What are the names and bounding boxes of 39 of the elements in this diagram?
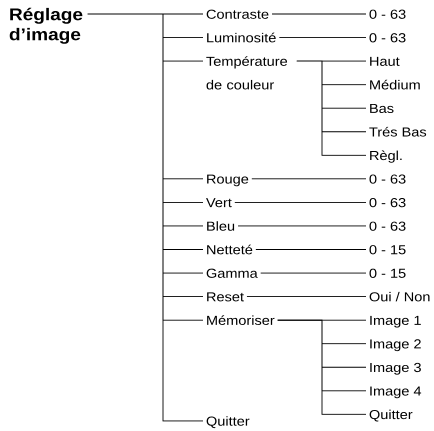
setting-value: Bas — [370, 104, 394, 114]
setting-value: Quitter — [370, 410, 412, 422]
menu-item: Bleu — [207, 221, 234, 231]
tree-line — [278, 37, 366, 38]
menu-item: Vert — [206, 198, 232, 208]
tree-line — [246, 296, 366, 298]
setting-value: 0 - 15 — [370, 268, 406, 278]
setting-value: 0 - 63 — [370, 174, 406, 184]
menu-item: Rouge — [207, 174, 248, 186]
tree-line — [255, 249, 366, 250]
setting-value: Image 4 — [370, 386, 422, 398]
menu-item: Quitter — [206, 416, 250, 428]
menu-item: Contraste — [206, 10, 268, 19]
setting-value: 0 - 63 — [370, 33, 406, 42]
menu-item: Reset — [207, 292, 244, 302]
tree-line — [260, 272, 366, 274]
setting-value: Trés Bas — [369, 126, 426, 137]
setting-value: Image 2 — [370, 339, 421, 352]
menu-item: Netteté — [207, 244, 252, 254]
setting-value: Image 3 — [370, 362, 421, 375]
setting-value: Oui / Non — [370, 292, 430, 302]
menu-title: Réglage d’image — [10, 8, 82, 44]
tree-line — [296, 60, 366, 156]
tree-line — [234, 202, 366, 203]
setting-value: Règl. — [370, 150, 402, 163]
setting-value: 0 - 63 — [370, 222, 406, 231]
setting-value: 0 - 15 — [370, 245, 406, 254]
menu-item: Température de couleur — [206, 56, 288, 90]
setting-value: 0 - 63 — [370, 198, 406, 208]
setting-value: Médium — [370, 80, 420, 90]
menu-item: Mémoriser — [207, 315, 274, 325]
setting-value: Haut — [370, 56, 400, 66]
tree-line — [277, 320, 366, 415]
setting-value: Image 1 — [370, 316, 421, 328]
tree-line — [87, 14, 204, 422]
menu-item: Luminosité — [207, 32, 276, 42]
tree-line — [251, 178, 366, 180]
menu-item: Gamma — [206, 268, 258, 278]
setting-value: 0 - 63 — [370, 10, 406, 19]
